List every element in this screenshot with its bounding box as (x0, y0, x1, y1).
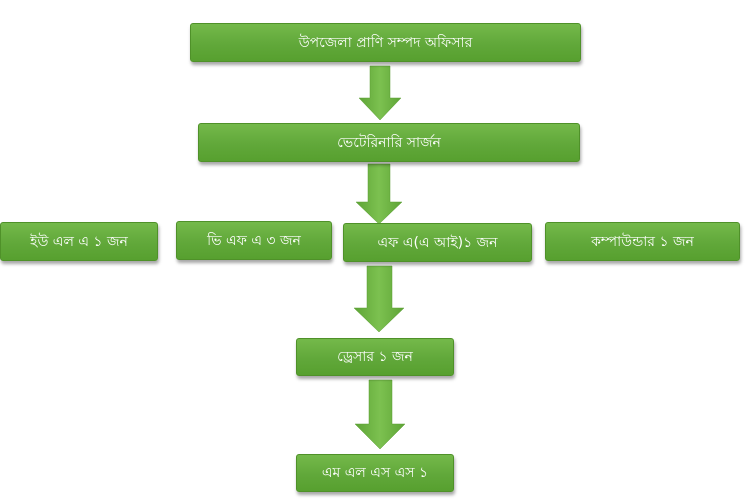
vfa-label: ভি এফ এ ৩ জন (207, 232, 301, 249)
officer-label: উপজেলা প্রাণি সম্পদ অফিসার (298, 34, 473, 51)
mlss-label: এম এল এস এস ১ (321, 465, 429, 481)
compounder-box: কম্পাউন্ডার ১ জন (545, 222, 740, 261)
officer-box: উপজেলা প্রাণি সম্পদ অফিসার (190, 23, 581, 62)
vet-surgeon-box: ভেটেরিনারি সার্জন (198, 123, 580, 162)
down-arrow-icon (353, 265, 405, 333)
fa-ai-box: এফ এ(এ আই)১ জন (343, 223, 532, 262)
down-arrow-icon (355, 163, 403, 225)
compounder-label: কম্পাউন্ডার ১ জন (591, 233, 694, 250)
fa-ai-label: এফ এ(এ আই)১ জন (377, 234, 498, 251)
ula-box: ইউ এল এ ১ জন (0, 222, 158, 261)
mlss-box: এম এল এস এস ১ (296, 454, 454, 492)
down-arrow-icon (354, 379, 406, 450)
vfa-box: ভি এফ এ ৩ জন (176, 221, 332, 260)
ula-label: ইউ এল এ ১ জন (30, 233, 128, 250)
down-arrow-icon (358, 65, 402, 121)
dresser-label: ড্রেসার ১ জন (337, 349, 413, 365)
vet-surgeon-label: ভেটেরিনারি সার্জন (337, 134, 441, 151)
dresser-box: ড্রেসার ১ জন (296, 338, 454, 376)
